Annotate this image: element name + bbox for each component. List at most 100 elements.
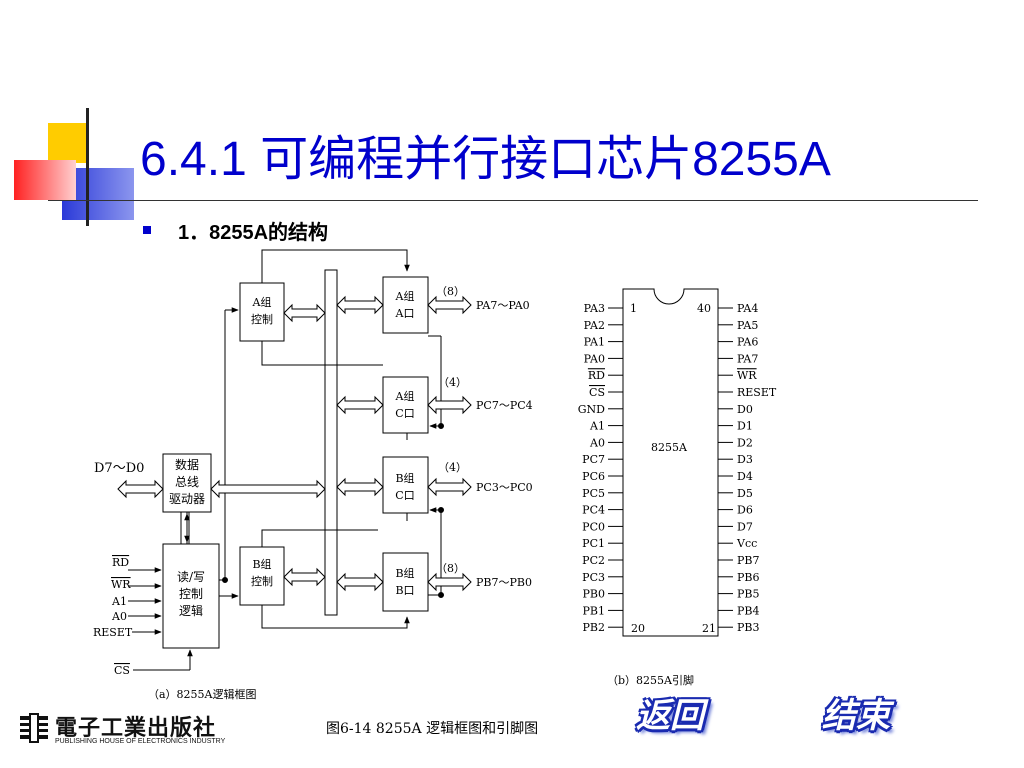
c-lower-block	[382, 456, 429, 514]
b-control-label-2: 控制	[251, 574, 273, 588]
back-button[interactable]: 返回	[636, 696, 704, 736]
pin-label-right: PA7	[737, 352, 758, 365]
page-title: 6.4.1 可编程并行接口芯片8255A	[140, 133, 831, 186]
c-upper-label-2: C口	[395, 407, 414, 420]
bus-int-cu	[336, 395, 384, 415]
pin-label-right: PB6	[737, 571, 759, 584]
rw-label-3: 逻辑	[179, 604, 203, 618]
b-port-label-1: B组	[395, 566, 414, 580]
pin-label-right: PA4	[737, 302, 758, 315]
chip-name: 8255A	[651, 441, 688, 454]
pin-label-right: D1	[737, 420, 753, 433]
c-upper-block	[382, 376, 429, 434]
bus-int-cl	[336, 477, 384, 497]
bus-pb	[427, 572, 472, 592]
bus-int-a	[336, 295, 384, 315]
pin-label-left: A0	[589, 436, 605, 449]
pin-number-21: 21	[702, 622, 716, 635]
pin-label-left: PA3	[584, 302, 605, 315]
width-b: （8）	[436, 562, 465, 575]
data-buffer-label-3: 驱动器	[169, 492, 205, 506]
bus-d-in	[117, 479, 164, 499]
pin-label-left: PC0	[582, 520, 605, 533]
signal-cs: CS	[114, 664, 130, 677]
signal-rd: RD	[112, 556, 129, 569]
pin-label-left: PC3	[582, 571, 605, 584]
port-pcu-label: PC7～PC4	[476, 399, 533, 412]
rw-label-1: 读/写	[177, 570, 205, 584]
pin-label-right: D3	[737, 453, 753, 466]
pin-label-right: D5	[737, 487, 753, 500]
pin-label-left: PC6	[582, 470, 605, 483]
pin-label-right: PA6	[737, 336, 758, 349]
corner-vertical-line	[86, 108, 89, 226]
signal-reset: RESET	[93, 626, 133, 639]
corner-red-square	[14, 160, 76, 200]
b-port-block	[382, 552, 429, 612]
a-control-label-2: 控制	[251, 312, 273, 326]
signal-wr: WR	[111, 578, 131, 591]
pin-label-right: PA5	[737, 319, 758, 332]
b-control-label-1: B组	[252, 557, 271, 571]
width-cu: （4）	[438, 376, 467, 389]
bus-int-actrl	[283, 303, 326, 323]
pin-label-right: PB3	[737, 621, 759, 634]
a-control-block	[239, 282, 285, 342]
chip-body	[622, 288, 719, 637]
pin-label-right: D2	[737, 436, 753, 449]
data-buffer-label-2: 总线	[175, 475, 199, 489]
bus-buf-to-int	[210, 479, 326, 499]
pin-label-left: PB1	[583, 604, 605, 617]
c-lower-label-2: C口	[395, 489, 414, 502]
width-cl: （4）	[438, 461, 467, 474]
publisher-name: 電子工業出版社	[55, 715, 217, 741]
bus-pcu	[427, 395, 472, 415]
b-control-block	[239, 546, 285, 606]
pin-label-left: PC1	[582, 537, 605, 550]
a-port-label-1: A组	[395, 289, 415, 303]
pin-label-left: PC4	[582, 504, 605, 517]
port-pcl-label: PC3～PC0	[476, 481, 533, 494]
pin-label-right: D6	[737, 504, 753, 517]
pin-label-right: Vcc	[736, 537, 757, 550]
rw-label-2: 控制	[179, 587, 203, 601]
bus-pa	[427, 295, 472, 315]
signal-a1: A1	[111, 595, 127, 608]
bus-pcl	[427, 477, 472, 497]
bus-int-bctrl	[283, 567, 326, 587]
b-port-label-2: B口	[395, 584, 414, 597]
corner-horizontal-line	[48, 200, 978, 201]
pin-label-right: D0	[737, 403, 753, 416]
end-button[interactable]: 结束	[822, 696, 890, 736]
pin-label-right: D4	[737, 470, 753, 483]
pin-label-left: PA0	[584, 352, 605, 365]
pin-label-right: D7	[737, 520, 753, 533]
pin-diagram: 1 40 20 21 8255A （b）8255A引脚 PA3PA2PA1PA0…	[578, 288, 777, 687]
pin-label-right: WR	[737, 369, 757, 382]
pin-number-40: 40	[697, 302, 711, 315]
pin-label-left: PB2	[583, 621, 605, 634]
pin-number-20: 20	[631, 622, 645, 635]
pin-label-left: PB0	[583, 588, 605, 601]
pin-label-left: RD	[588, 369, 605, 382]
pin-label-left: CS	[589, 386, 605, 399]
data-bus-label: D7～D0	[94, 461, 144, 476]
figure-caption: 图6-14 8255A 逻辑框图和引脚图	[326, 721, 539, 737]
pin-label-left: PC7	[582, 453, 605, 466]
bus-int-b	[336, 572, 384, 592]
caption-a: （a）8255A逻辑框图	[148, 687, 257, 701]
a-control-label-1: A组	[252, 295, 272, 309]
data-buffer-block	[162, 453, 212, 513]
pin-label-right: PB7	[737, 554, 759, 567]
pin-label-left: GND	[578, 403, 605, 416]
pin-label-right: PB4	[737, 604, 759, 617]
pin-number-1: 1	[630, 302, 637, 315]
pin-label-left: PA2	[584, 319, 605, 332]
pin-label-left: PC2	[582, 554, 605, 567]
port-pa-label: PA7～PA0	[476, 299, 530, 312]
signal-a0: A0	[111, 610, 127, 623]
data-buffer-label-1: 数据	[175, 457, 199, 472]
caption-b: （b）8255A引脚	[607, 673, 694, 687]
rw-control-block	[162, 543, 220, 649]
c-upper-label-1: A组	[395, 389, 415, 403]
